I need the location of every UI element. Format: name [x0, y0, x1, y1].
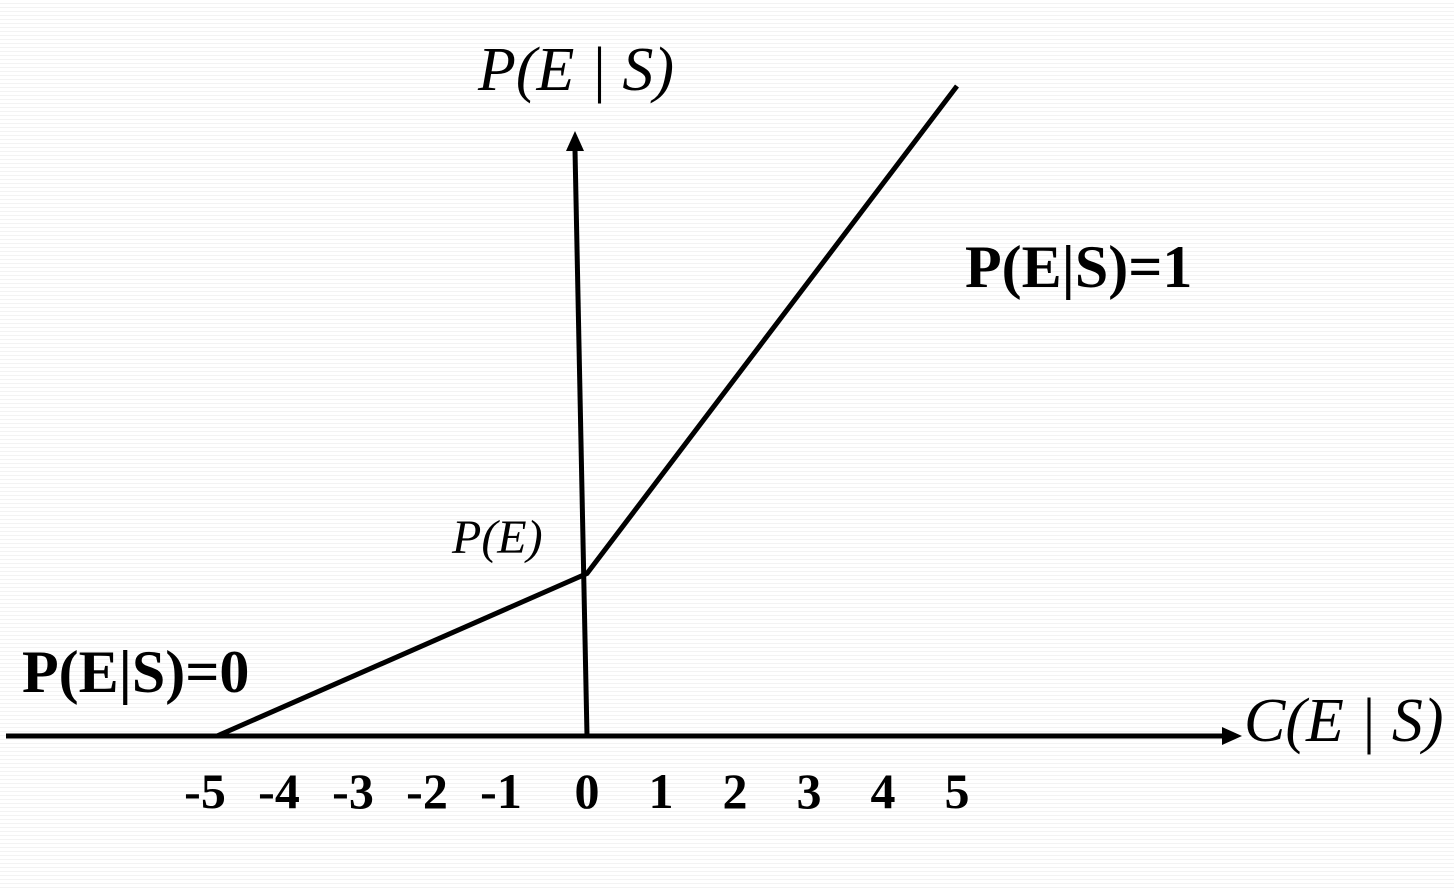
x-tick-label: 1 [649, 763, 674, 819]
x-tick-label: 0 [575, 763, 600, 819]
annotation-intercept: P(E) [451, 511, 543, 564]
annotation-high: P(E|S)=1 [965, 234, 1192, 300]
x-tick-label: 4 [871, 763, 896, 819]
x-tick-label: -3 [332, 763, 374, 819]
annotation-low: P(E|S)=0 [22, 639, 249, 705]
x-tick-label: -1 [480, 763, 522, 819]
x-axis-arrow [1222, 727, 1242, 745]
x-tick-label: -5 [184, 763, 226, 819]
y-axis [566, 131, 590, 737]
x-tick-label: 5 [945, 763, 970, 819]
y-axis-line [572, 149, 590, 737]
series-line [215, 84, 959, 739]
x-tick-label: -2 [406, 763, 448, 819]
x-tick-label: 3 [797, 763, 822, 819]
x-axis [6, 727, 1242, 745]
x-tick-label: 2 [723, 763, 748, 819]
x-tick-label: -4 [258, 763, 300, 819]
x-axis-label: C(E | S) [1244, 687, 1444, 755]
y-axis-label: P(E | S) [477, 36, 674, 104]
y-axis-arrow [566, 131, 584, 151]
